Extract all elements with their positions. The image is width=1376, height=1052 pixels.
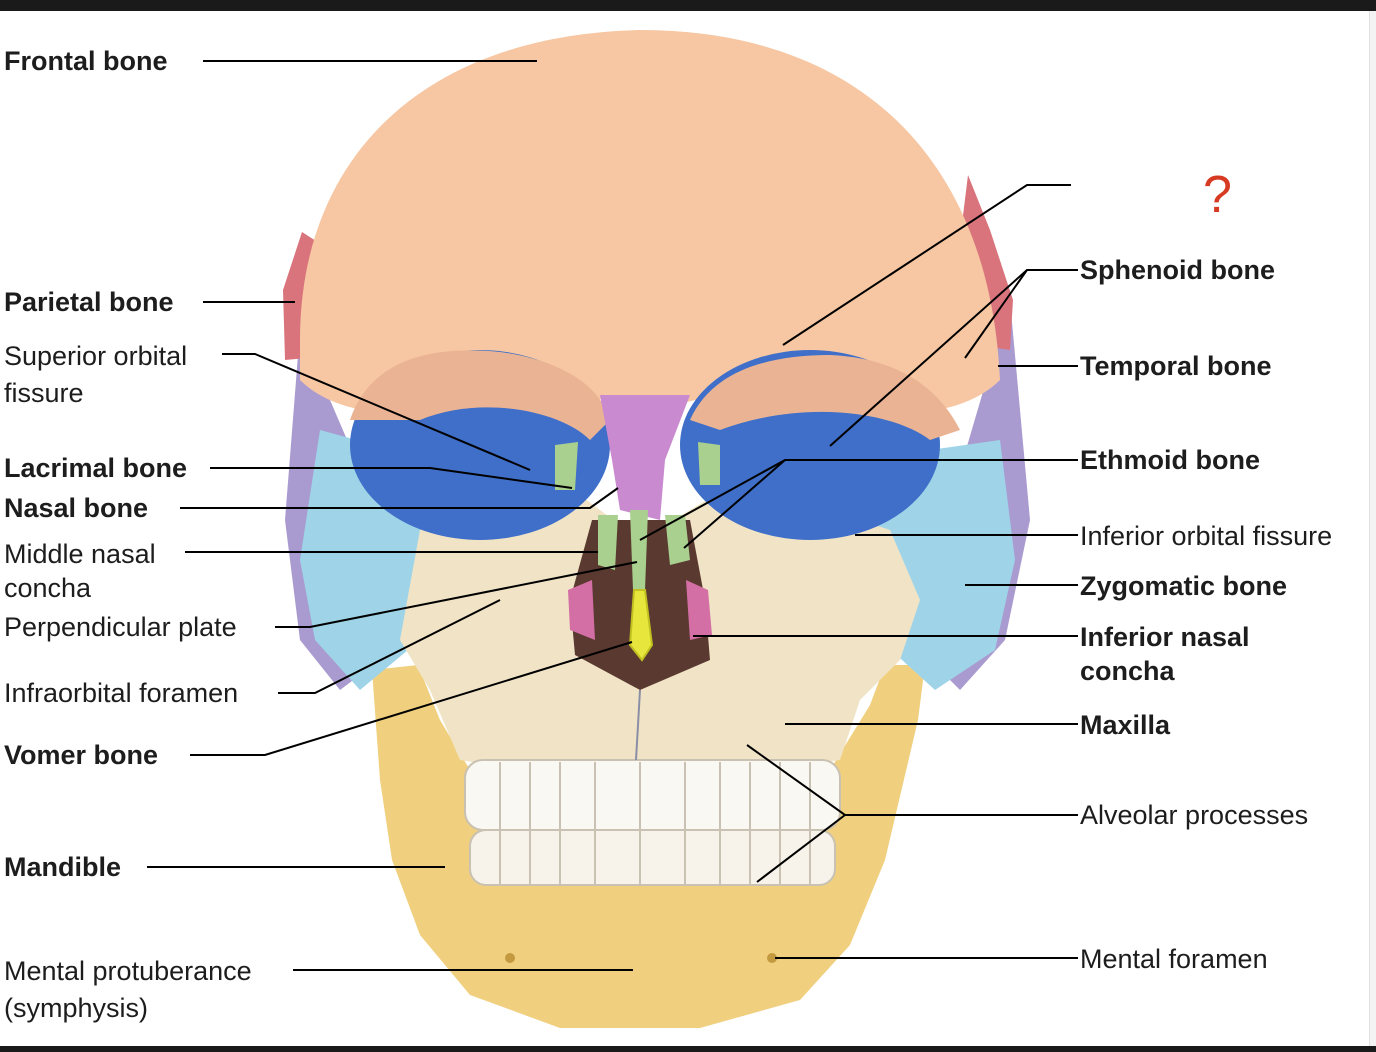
inferior-nasal-concha-left [568, 580, 595, 640]
perpendicular-plate-shape [630, 510, 648, 590]
orbit-left-roof [350, 350, 610, 440]
label-vomer-bone: Vomer bone [4, 740, 159, 770]
ethmoid-orbital-right [698, 442, 720, 485]
label-mental-foramen: Mental foramen [1080, 944, 1268, 974]
label-mental-protuberance: Mental protuberance(symphysis) [4, 956, 252, 1023]
bottom-border [0, 1046, 1376, 1052]
right-scroll-edge [1369, 11, 1376, 1046]
teeth-lower [469, 829, 836, 886]
mental-foramen-left [505, 953, 515, 963]
label-ethmoid-bone: Ethmoid bone [1080, 445, 1260, 475]
mental-foramen-right [767, 953, 777, 963]
unknown-label-question-mark: ? [1203, 166, 1232, 224]
label-sphenoid-bone: Sphenoid bone [1080, 255, 1275, 285]
label-maxilla: Maxilla [1080, 710, 1171, 740]
ethmoid-orbital-left [555, 442, 578, 490]
label-parietal-bone: Parietal bone [4, 287, 174, 317]
label-inferior-orbital-fissure: Inferior orbital fissure [1080, 521, 1333, 551]
middle-nasal-concha-right [665, 515, 690, 565]
top-border [0, 0, 1376, 11]
leader-lines [147, 60, 1078, 971]
tooth-dividers [499, 762, 811, 884]
orbit-right-roof [690, 355, 960, 440]
label-lacrimal-bone: Lacrimal bone [4, 453, 188, 483]
label-infraorbital-foramen: Infraorbital foramen [4, 678, 239, 708]
label-nasal-bone: Nasal bone [4, 493, 149, 523]
nasal-bone-shape [600, 395, 690, 520]
label-mandible: Mandible [4, 852, 122, 882]
label-zygomatic-bone: Zygomatic bone [1080, 571, 1288, 601]
label-temporal-bone: Temporal bone [1080, 351, 1272, 381]
label-perpendicular-plate: Perpendicular plate [4, 612, 237, 642]
frontal-bone-shape [300, 30, 1000, 414]
label-alveolar-processes: Alveolar processes [1080, 800, 1309, 830]
middle-nasal-concha-left [598, 515, 618, 570]
vomer-bone-shape [628, 589, 654, 662]
inferior-nasal-concha-right [686, 580, 712, 640]
mandible-bone [372, 665, 925, 1028]
label-frontal-bone: Frontal bone [4, 46, 168, 76]
intermaxillary-suture [635, 689, 641, 761]
